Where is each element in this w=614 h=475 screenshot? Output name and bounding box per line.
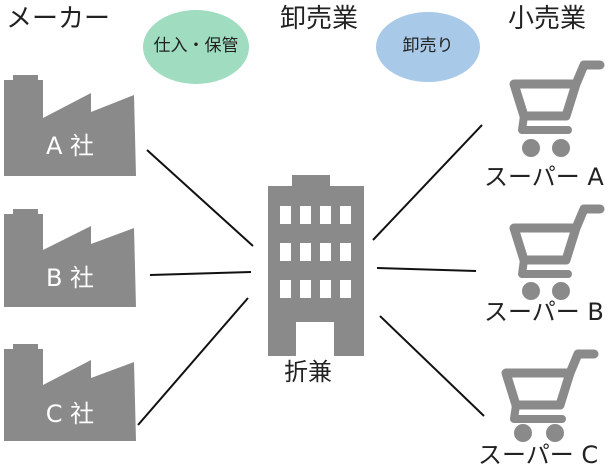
factory-icon-c	[4, 344, 136, 441]
building-icon	[268, 175, 364, 356]
pill-wholesale	[376, 12, 480, 82]
connector-wholesaler-to-store-a	[372, 124, 483, 241]
store-label-c: スーパー C	[478, 441, 599, 469]
store-label-a: スーパー A	[484, 163, 604, 191]
connector-a-to-wholesaler	[146, 149, 254, 247]
cart-icon-a	[509, 60, 605, 157]
wholesaler-label: 折兼	[284, 358, 332, 386]
factory-label-c: C 社	[45, 400, 95, 428]
pill-purchase-storage	[143, 10, 249, 84]
factory-icon-a	[4, 75, 136, 176]
cart-icon-c	[501, 349, 599, 442]
pill-purchase-storage-label: 仕入・保管	[153, 36, 239, 56]
factory-icon-b	[4, 209, 136, 307]
connector-wholesaler-to-store-b	[376, 267, 477, 272]
connector-b-to-wholesaler	[149, 271, 252, 276]
factory-label-a: A 社	[45, 132, 95, 160]
store-label-b: スーパー B	[484, 298, 604, 326]
factory-label-b: B 社	[45, 264, 95, 292]
header-retail: 小売業	[508, 4, 587, 34]
pill-wholesale-label: 卸売り	[402, 36, 454, 56]
connector-c-to-wholesaler	[137, 297, 249, 426]
connector-wholesaler-to-store-c	[379, 315, 485, 417]
cart-icon-b	[509, 204, 605, 300]
header-maker: メーカー	[6, 4, 111, 34]
header-wholesale: 卸売業	[280, 4, 359, 34]
